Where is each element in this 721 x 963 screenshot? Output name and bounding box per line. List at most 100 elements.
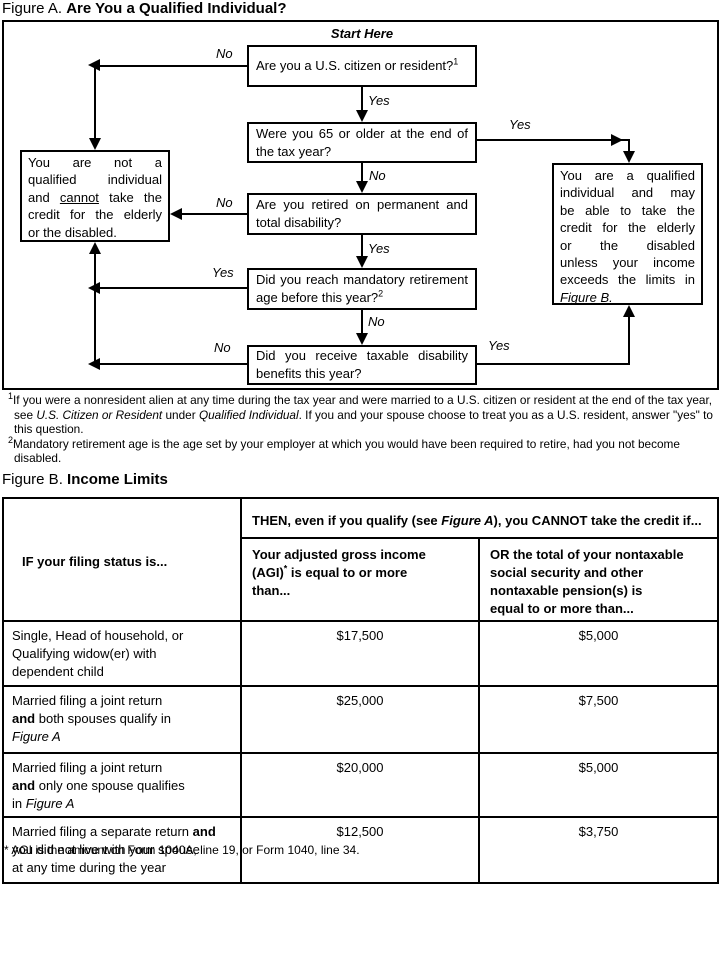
arrowhead-right-icon [611, 134, 623, 146]
filing-status-cell: Single, Head of household, or Qualifying… [2, 620, 242, 687]
result-text-underlined: cannot [59, 189, 99, 205]
question-box-taxable-benefits: Did you receive taxable disability benef… [247, 345, 477, 385]
result-text: You are a qualified [560, 168, 695, 183]
pension-limit-cell: $5,000 [478, 620, 719, 687]
result-text: and cannot take the [28, 189, 162, 206]
flow-line-no-age65 [361, 163, 363, 183]
pension-limit-cell: $5,000 [478, 752, 719, 818]
arrowhead-left-icon [88, 282, 100, 294]
header-text: is equal to or more [287, 565, 408, 580]
arrowhead-down-icon [89, 138, 101, 150]
arrowhead-down-icon [356, 110, 368, 122]
cell-text: at any time during the year [12, 860, 166, 875]
cell-text: only one spouse qualifies [35, 778, 185, 793]
cell-text: dependent child [12, 664, 104, 679]
figure-a-label: Figure A. [2, 0, 63, 17]
result-text: or the disabled [560, 237, 695, 253]
question-text: total disability? [256, 215, 342, 230]
col-header-nontaxable: OR the total of your nontaxable social s… [478, 537, 719, 622]
cell-text-bold: and [12, 711, 36, 726]
label-no-retired: No [216, 195, 233, 210]
footnote-ref: 1 [453, 56, 459, 67]
label-yes-retired: Yes [368, 241, 390, 256]
income-limits-table: IF your filing status is... THEN, even i… [2, 497, 719, 884]
label-no-mandatory: No [368, 314, 385, 329]
header-text: than... [252, 583, 291, 598]
footnote-1: 1If you were a nonresident alien at any … [8, 391, 715, 437]
cell-text-italic: Figure A [25, 796, 75, 811]
result-text: and [28, 189, 60, 205]
flow-line-no-taxable [94, 363, 247, 365]
footnote-text-italic: U.S. Citizen or Resident [36, 407, 163, 422]
flow-line-yes-taxable-up [628, 317, 630, 365]
header-text: Your adjusted gross income [252, 547, 426, 562]
flow-line-yes-mandatory [94, 287, 247, 289]
cell-text: Single, Head of household, or [12, 628, 184, 643]
cell-text: and both spouses qualify in [12, 710, 232, 728]
question-text: Were you 65 or older at the end of [256, 125, 468, 141]
header-text: THEN, even if you qualify (see [252, 512, 442, 528]
footnote-ref: 2 [378, 288, 384, 299]
table-row: Married filing a separate return and you… [2, 816, 719, 884]
figure-b-title: Figure B. Income Limits [2, 471, 168, 488]
label-yes-taxable: Yes [488, 338, 510, 353]
question-box-retired: Are you retired on permanent and total d… [247, 193, 477, 235]
result-text-figure-b-ref: Figure B. [560, 289, 613, 305]
header-text: (AGI)* is equal to or more [252, 564, 470, 582]
question-text: Did you reach mandatory retirement [256, 272, 468, 287]
label-yes-age65: Yes [509, 117, 531, 132]
header-text: social security and other [490, 565, 644, 580]
result-text: credit for the elderly [28, 207, 162, 223]
flow-line-yes-citizen [361, 87, 363, 112]
cell-text: Married filing a separate return and [12, 823, 232, 841]
agi-limit-cell: $25,000 [240, 685, 480, 754]
arrowhead-down-icon [356, 181, 368, 193]
col-header-filing-status: IF your filing status is... [2, 497, 242, 622]
flow-line-yes-taxable [477, 363, 630, 365]
question-box-mandatory-age: Did you reach mandatory retirement age b… [247, 268, 477, 310]
footnote-marker: 1 [8, 391, 14, 402]
question-box-citizen: Are you a U.S. citizen or resident?1 [247, 45, 477, 87]
agi-limit-cell: $12,500 [240, 816, 480, 884]
question-text: Did you receive taxable disability [256, 348, 468, 363]
footnote-ref: * [283, 563, 288, 574]
footnote-marker: 2 [8, 434, 14, 445]
figure-a-flowchart: Start Here No Yes Yes No No [2, 20, 719, 390]
agi-footnote: * AGI is the amount on Form 1040A, line … [4, 843, 360, 857]
result-text: take the [98, 189, 162, 205]
cell-text-italic: Figure A [12, 729, 61, 744]
label-yes-mandatory: Yes [212, 265, 234, 280]
cell-text: Married filing a joint return [12, 693, 163, 708]
cell-text: in [12, 796, 26, 811]
label-no-age65: No [369, 168, 386, 183]
cell-text-bold: and [192, 824, 216, 839]
question-text: age before this year? [256, 290, 379, 305]
header-text-italic: Figure A [441, 512, 494, 528]
flow-line-yes-age65-down [628, 141, 630, 153]
flow-line-no-citizen [94, 65, 247, 67]
header-text: ), you CANNOT take the credit if... [493, 512, 702, 528]
result-text: credit for the elderly [560, 220, 695, 236]
footnote-text: under [162, 407, 199, 422]
figure-b-heading: Income Limits [67, 471, 168, 488]
result-text: or the disabled. [28, 224, 117, 240]
flow-line-yes-retired [361, 235, 363, 258]
figure-a-footnotes: 1If you were a nonresident alien at any … [8, 391, 715, 466]
figure-a-heading: Are You a Qualified Individual? [66, 0, 287, 17]
label-no-citizen: No [216, 46, 233, 61]
cell-text: you did not live with your spouse [12, 842, 200, 857]
footnote-text: . If you and your spouse choose to treat… [14, 407, 713, 437]
col-header-agi: Your adjusted gross income (AGI)* is equ… [240, 537, 480, 622]
figure-a-title: Figure A. Are You a Qualified Individual… [2, 0, 287, 17]
footnote-2: 2Mandatory retirement age is the age set… [8, 434, 715, 466]
arrowhead-down-icon [356, 333, 368, 345]
flow-line-left-collector [94, 254, 96, 365]
arrowhead-down-icon [623, 151, 635, 163]
filing-status-cell: Married filing a joint return and both s… [2, 685, 242, 754]
table-row: Single, Head of household, or Qualifying… [2, 620, 719, 687]
cell-text: Qualifying widow(er) with [12, 646, 157, 661]
result-box-qualified: You are a qualified individual and may b… [552, 163, 703, 305]
result-text: unless your income [560, 255, 695, 271]
footnote-text-italic: Qualified Individual [198, 407, 299, 422]
footnote-text: Mandatory retirement age is the age set … [13, 436, 680, 466]
